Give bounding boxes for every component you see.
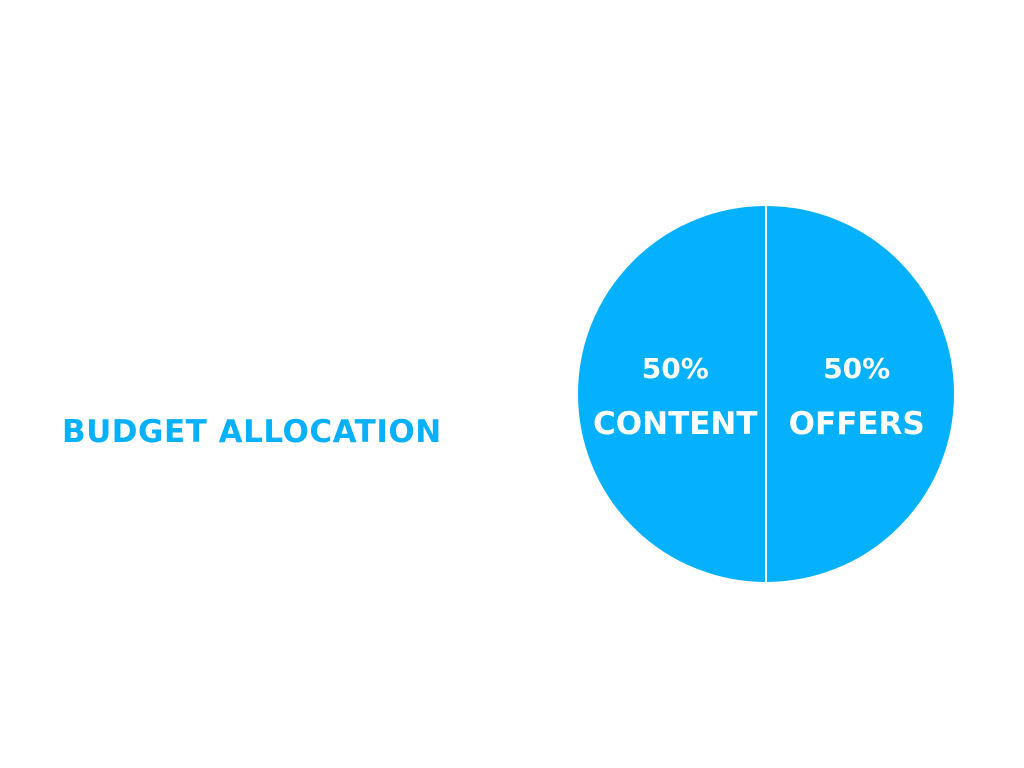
pie-slice-offers [765, 203, 956, 585]
slice-category-label: CONTENT [593, 406, 757, 442]
chart-title: BUDGET ALLOCATION [62, 414, 442, 450]
slice-value-label: 50% [823, 352, 890, 385]
slice-value-label: 50% [642, 352, 709, 385]
slice-category-label: OFFERS [789, 406, 925, 442]
pie-labels: 50% CONTENT 50% OFFERS [593, 352, 925, 442]
pie-slice-content [576, 203, 767, 585]
pie-slices [576, 203, 956, 585]
